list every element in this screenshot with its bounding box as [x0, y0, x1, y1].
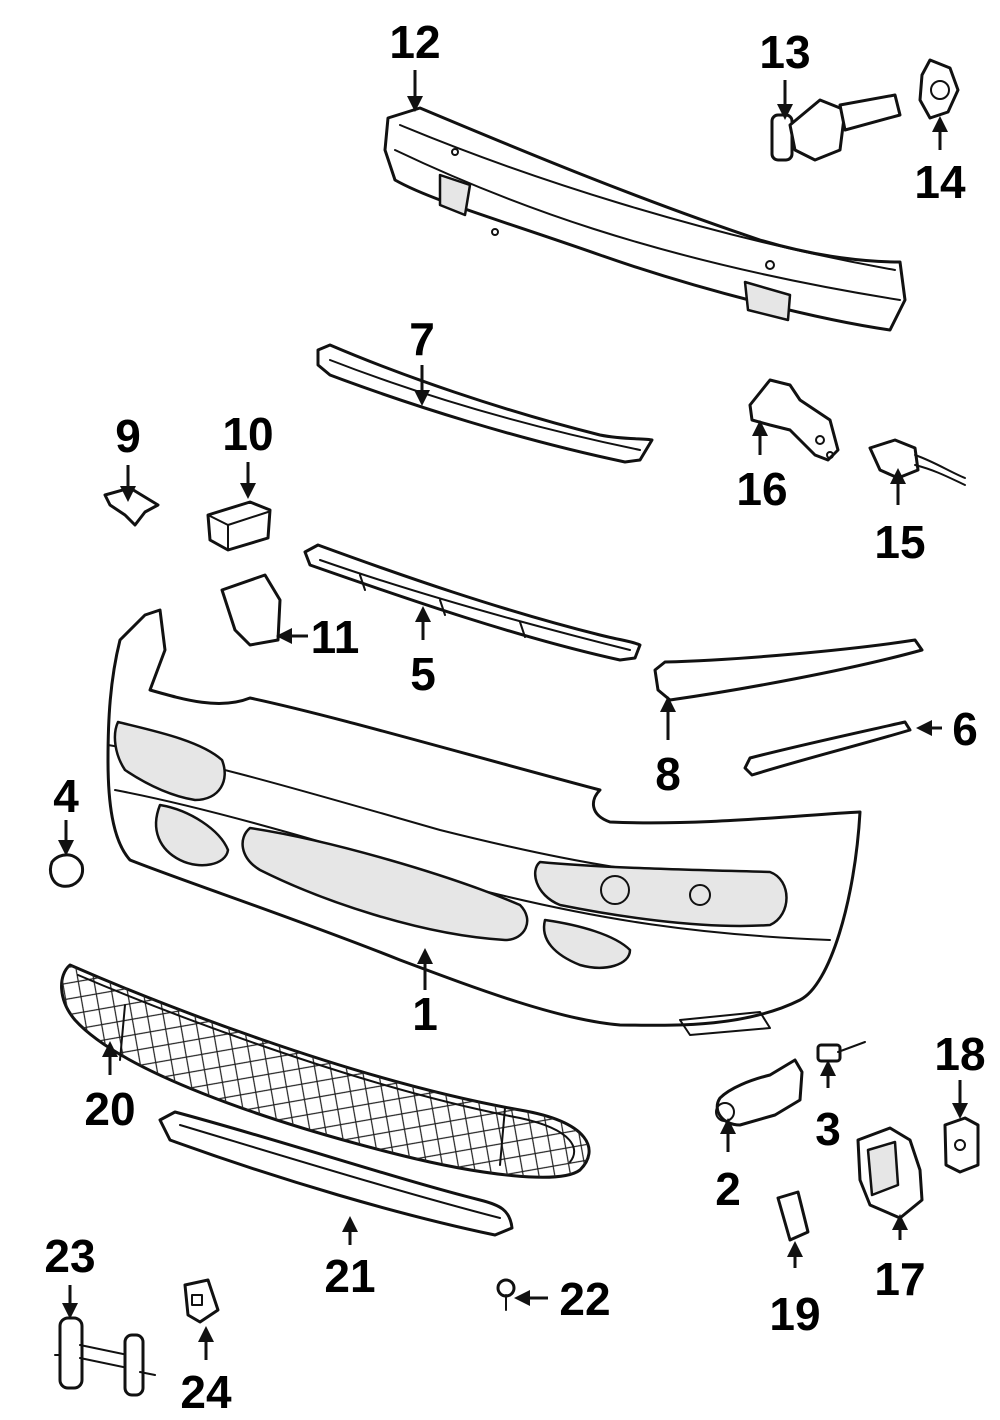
part-16-bracket — [748, 378, 840, 462]
part-23-tow-assembly — [54, 1316, 156, 1397]
callout-1: 1 — [412, 988, 438, 1040]
part-14-nut — [918, 58, 960, 120]
part-15-sensor — [868, 438, 966, 486]
callout-10: 10 — [222, 408, 273, 460]
part-10-block — [206, 500, 272, 552]
callout-7: 7 — [409, 313, 435, 365]
part-5-lower-strip — [303, 543, 642, 662]
part-24-clip — [183, 1278, 220, 1324]
callout-8: 8 — [655, 748, 681, 800]
callout-11: 11 — [311, 611, 360, 663]
part-22-screw — [496, 1278, 516, 1311]
callout-2: 2 — [715, 1163, 741, 1215]
callout-21: 21 — [324, 1250, 375, 1302]
callout-17: 17 — [874, 1253, 925, 1305]
part-1-bumper-cover — [106, 608, 862, 1036]
part-19-pad — [776, 1190, 810, 1242]
part-18-bracket — [943, 1116, 980, 1174]
part-3-bolt — [816, 1041, 866, 1063]
callout-19: 19 — [769, 1288, 820, 1340]
part-7-upper-strip — [316, 343, 654, 464]
part-11-bracket — [220, 573, 282, 647]
callout-13: 13 — [759, 26, 810, 78]
part-17-guide — [856, 1126, 924, 1220]
callout-20: 20 — [84, 1083, 135, 1135]
callout-15: 15 — [874, 516, 925, 568]
part-8-molding — [653, 638, 924, 702]
callout-6: 6 — [952, 703, 978, 755]
leader-arrows — [58, 70, 968, 1360]
callout-16: 16 — [736, 463, 787, 515]
callout-18: 18 — [934, 1028, 985, 1080]
part-13-bracket — [770, 93, 902, 162]
callout-23: 23 — [44, 1230, 95, 1282]
part-4-plug — [48, 853, 85, 888]
part-21-lower-spoiler — [158, 1110, 514, 1237]
part-6-strip — [743, 720, 912, 777]
part-9-clip — [103, 486, 160, 527]
callout-12: 12 — [389, 16, 440, 68]
callout-3: 3 — [815, 1103, 841, 1155]
callout-5: 5 — [410, 648, 436, 700]
part-2-bracket — [715, 1058, 804, 1127]
callout-22: 22 — [559, 1273, 610, 1325]
callout-4: 4 — [53, 770, 79, 822]
callout-9: 9 — [115, 410, 141, 462]
callout-24: 24 — [180, 1366, 232, 1418]
part-12-reinforcement-bar — [383, 106, 907, 332]
callout-labels: 12 13 14 7 16 15 9 10 11 5 8 6 4 1 20 2 … — [44, 16, 985, 1418]
callout-14: 14 — [914, 156, 966, 208]
